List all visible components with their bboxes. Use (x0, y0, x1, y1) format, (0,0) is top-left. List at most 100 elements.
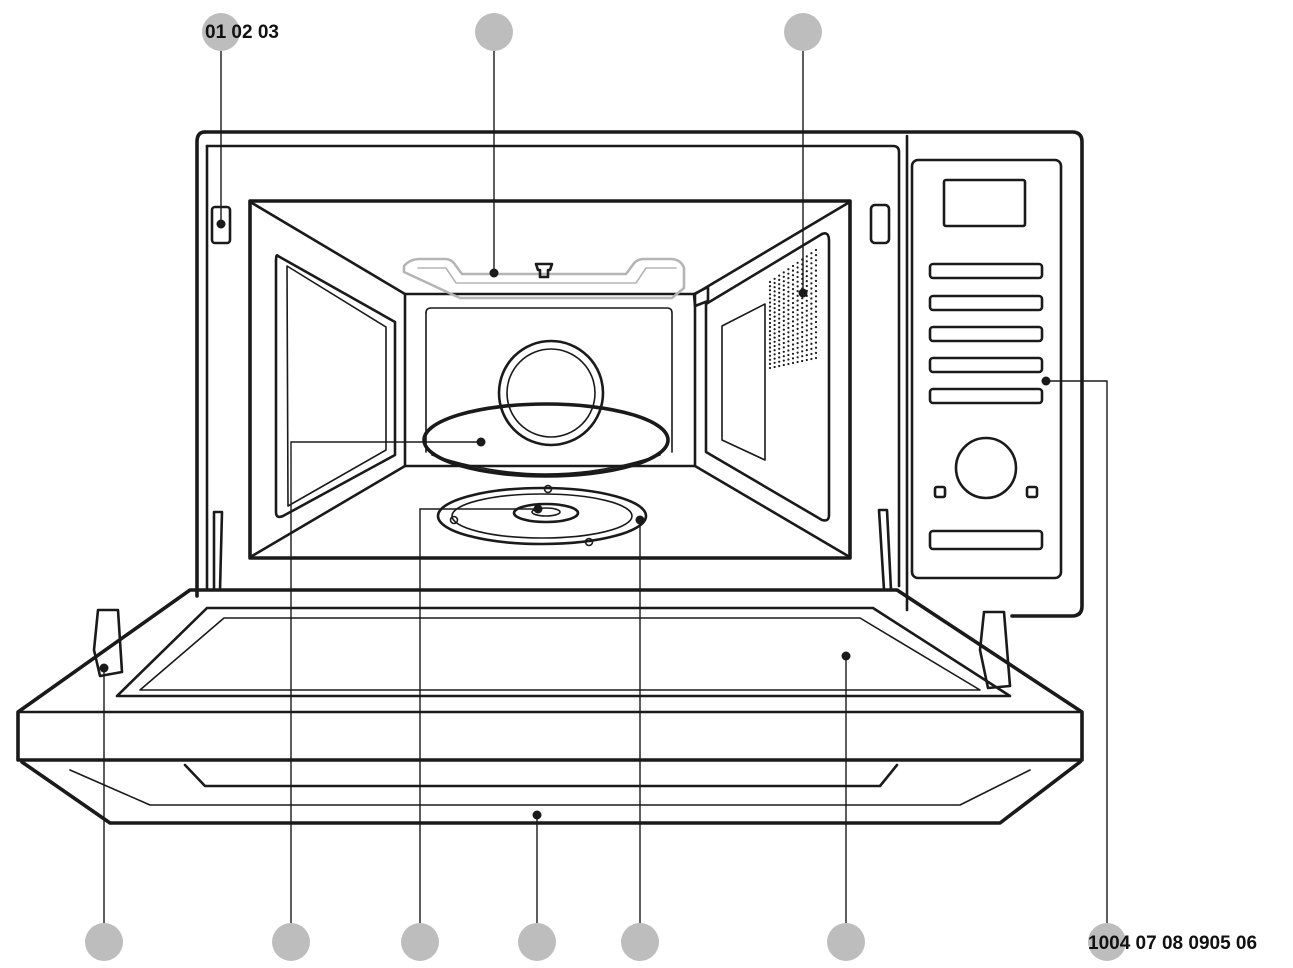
vent-dot (787, 268, 790, 271)
vent-dot (782, 288, 785, 292)
vent-dot (768, 354, 772, 357)
vent-dot (787, 340, 790, 343)
vent-dot (782, 324, 785, 327)
vent-dot (801, 316, 804, 319)
vent-dot (773, 365, 776, 369)
vent-dot (791, 301, 795, 305)
vent-dot (787, 290, 790, 293)
vent-dot (805, 324, 808, 327)
callout-markers-bottom (85, 923, 1126, 961)
vent-dot (791, 352, 795, 355)
vent-dot (768, 285, 772, 288)
vent-dot (796, 280, 799, 283)
vent-dot (773, 298, 776, 301)
vent-dot (773, 344, 776, 348)
vent-dot (796, 275, 799, 279)
vent-dot (778, 343, 781, 346)
vent-dot (814, 259, 818, 262)
vent-dot (778, 308, 781, 312)
vent-dot (773, 286, 776, 289)
right-side-wall-panel (704, 232, 831, 522)
vent-dot (778, 296, 781, 299)
vent-dot (768, 301, 772, 304)
roller-ring (436, 484, 648, 547)
vent-dot (787, 272, 790, 275)
vent-dot (801, 302, 804, 305)
vent-dot (796, 266, 799, 269)
vent-dot (787, 353, 790, 357)
vent-dot (768, 362, 772, 365)
vent-dot (778, 339, 781, 342)
vent-dot (787, 362, 790, 366)
vent-dot (791, 334, 795, 337)
vent-dot (796, 299, 799, 302)
vent-dot (805, 280, 808, 283)
vent-dot (810, 252, 813, 255)
vent-dot (773, 277, 776, 280)
vent-dot (805, 344, 808, 347)
vent-dot (773, 340, 776, 343)
grill-heater (402, 257, 710, 308)
vent-dot (787, 326, 790, 329)
vent-dot (782, 333, 785, 336)
left-side-wall-panel (274, 253, 397, 519)
vent-dot (805, 334, 808, 337)
glass-tray (422, 402, 670, 478)
vent-dot (768, 321, 772, 325)
vent-dot (810, 357, 813, 361)
oven-cavity (248, 199, 852, 560)
vent-dot (814, 300, 818, 303)
vent-dot (768, 309, 772, 312)
control-button-5 (928, 387, 1044, 405)
vent-dot (787, 335, 790, 338)
vent-dot (796, 285, 799, 288)
vent-dot (768, 330, 772, 333)
vent-dot (782, 350, 785, 353)
door-hooks (92, 508, 1012, 690)
door-latch-holes (210, 203, 891, 245)
vent-dot (787, 331, 790, 334)
vent-dot (796, 342, 799, 345)
vent-dot (787, 344, 790, 347)
vent-dot (787, 304, 790, 307)
vent-dot (782, 311, 785, 314)
vent-dot (768, 297, 772, 300)
vent-dot (782, 271, 785, 274)
fan-cover (497, 339, 605, 447)
vent-dot (787, 277, 790, 280)
vent-dot (782, 297, 785, 300)
vent-dot (778, 330, 781, 333)
vent-dot (768, 358, 772, 361)
vent-dot (805, 275, 808, 278)
control-dial (954, 436, 1018, 500)
vent-dot (814, 305, 818, 308)
vent-dot (805, 354, 808, 357)
control-button-3 (928, 325, 1044, 343)
callout-marker-09 (621, 923, 659, 961)
vent-dot (801, 330, 804, 334)
vent-dot (814, 351, 818, 354)
vent-dot (778, 360, 781, 363)
vent-dot (791, 338, 795, 341)
vent-dot (791, 269, 795, 272)
vent-dot (801, 359, 804, 363)
vent-dot (768, 289, 772, 292)
vent-dot (810, 342, 813, 345)
vent-dot (805, 349, 808, 352)
control-button-2 (928, 294, 1044, 312)
vent-dot (796, 337, 799, 340)
vent-dot (805, 265, 808, 268)
vent-dot (778, 321, 781, 325)
callout-marker-04 (272, 923, 310, 961)
vent-dot (773, 307, 776, 310)
vent-dot (801, 355, 804, 358)
vent-dot (778, 356, 781, 359)
vent-dot (796, 294, 799, 297)
vent-dot (791, 292, 795, 295)
vent-dot (796, 332, 799, 335)
vent-dot (810, 347, 813, 350)
coupler (512, 502, 580, 524)
vent-dot (778, 326, 781, 329)
indicator-right (1025, 485, 1039, 499)
vent-dot (787, 349, 790, 352)
